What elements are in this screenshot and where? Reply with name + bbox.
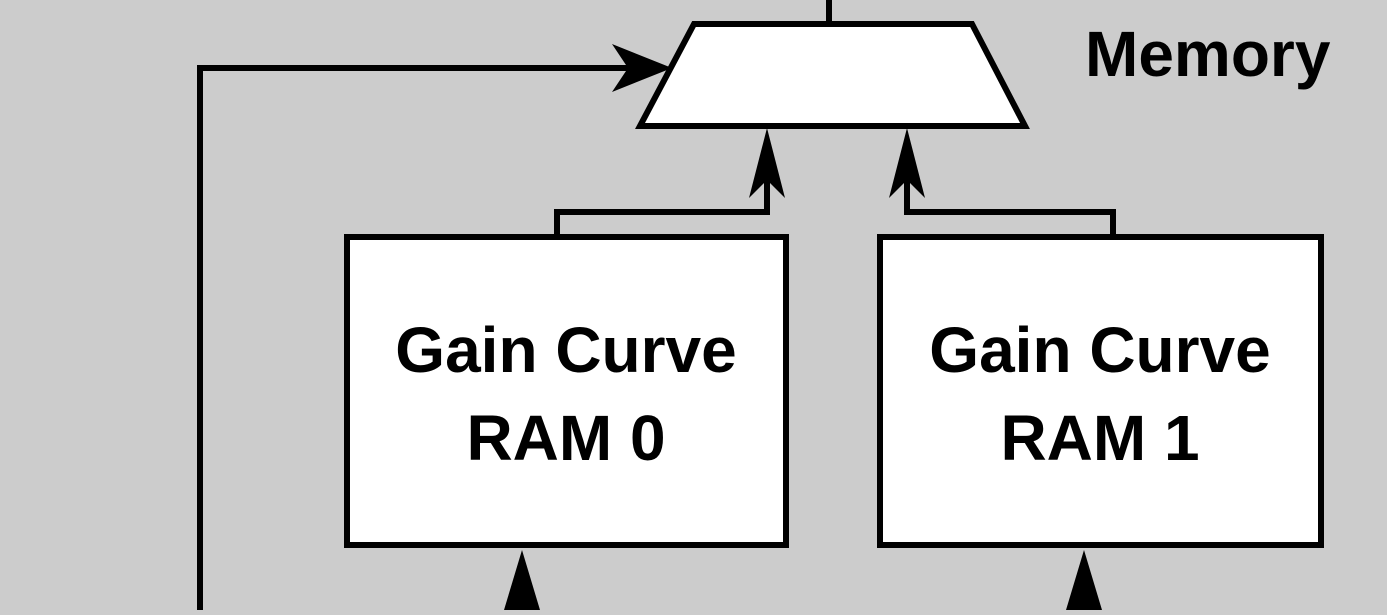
ram0-label-line2: RAM 0 (466, 402, 665, 474)
memory-section-label: Memory (1085, 18, 1331, 90)
ram0-label-line1: Gain Curve (395, 314, 736, 386)
gain-curve-ram-0 (344, 234, 789, 548)
ram1-output-arrowhead (889, 128, 925, 198)
ram0-input-arrowhead (504, 550, 540, 610)
ram0-output-wire (554, 180, 770, 236)
ram1-label-line1: Gain Curve (929, 314, 1270, 386)
ram1-input-arrowhead (1066, 550, 1102, 610)
ram1-label-line2: RAM 1 (1000, 402, 1199, 474)
feedback-arrowhead (612, 44, 672, 92)
multiplexer (635, 21, 1030, 129)
ram1-output-wire (904, 180, 1116, 236)
gain-curve-ram-1 (877, 234, 1324, 548)
feedback-wire (197, 65, 628, 610)
ram0-output-arrowhead (749, 128, 785, 198)
